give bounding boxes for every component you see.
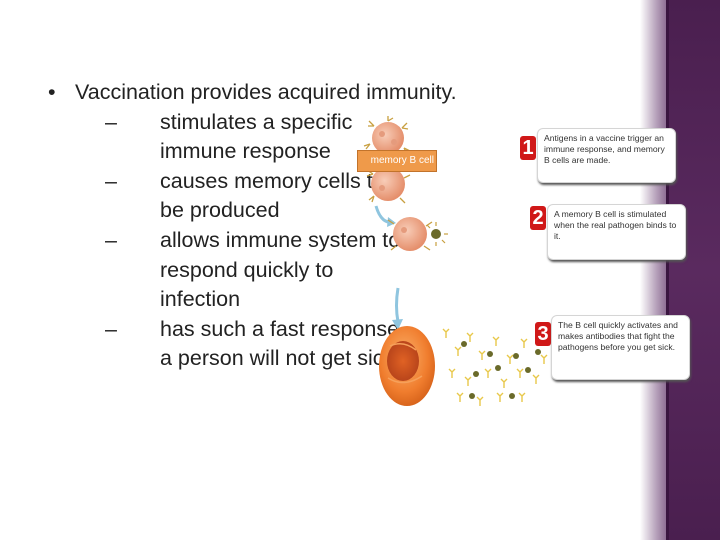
sub-bullet: –stimulates a specific immune response xyxy=(105,109,353,164)
memory-b-cell-middle xyxy=(366,167,411,204)
antibodies-and-pathogens xyxy=(442,328,548,406)
step-description: Antigens in a vaccine trigger an immune … xyxy=(537,128,676,183)
activated-plasma-cell xyxy=(379,326,435,406)
step-number: 3 xyxy=(535,322,551,346)
bullet-main: Vaccination provides acquired immunity. xyxy=(48,78,518,108)
decorative-side-band xyxy=(640,0,720,540)
step-number: 1 xyxy=(520,136,536,160)
sub-bullet: –has such a fast response, a person will… xyxy=(105,316,406,371)
memory-b-cell-top xyxy=(363,116,411,155)
bullet-list: Vaccination provides acquired immunity. … xyxy=(48,78,518,374)
step-description: A memory B cell is stimulated when the r… xyxy=(547,204,686,260)
stimulated-b-cell xyxy=(387,217,448,251)
step-number: 2 xyxy=(530,206,546,230)
pathogens xyxy=(461,341,541,399)
sub-bullet: –causes memory cells to be produced xyxy=(105,168,385,223)
immune-response-illustration xyxy=(363,116,548,406)
memory-b-cell-label: memory B cell xyxy=(357,150,437,172)
step-description: The B cell quickly activates and makes a… xyxy=(551,315,690,380)
sub-bullet: –allows immune system to respond quickly… xyxy=(105,227,401,312)
